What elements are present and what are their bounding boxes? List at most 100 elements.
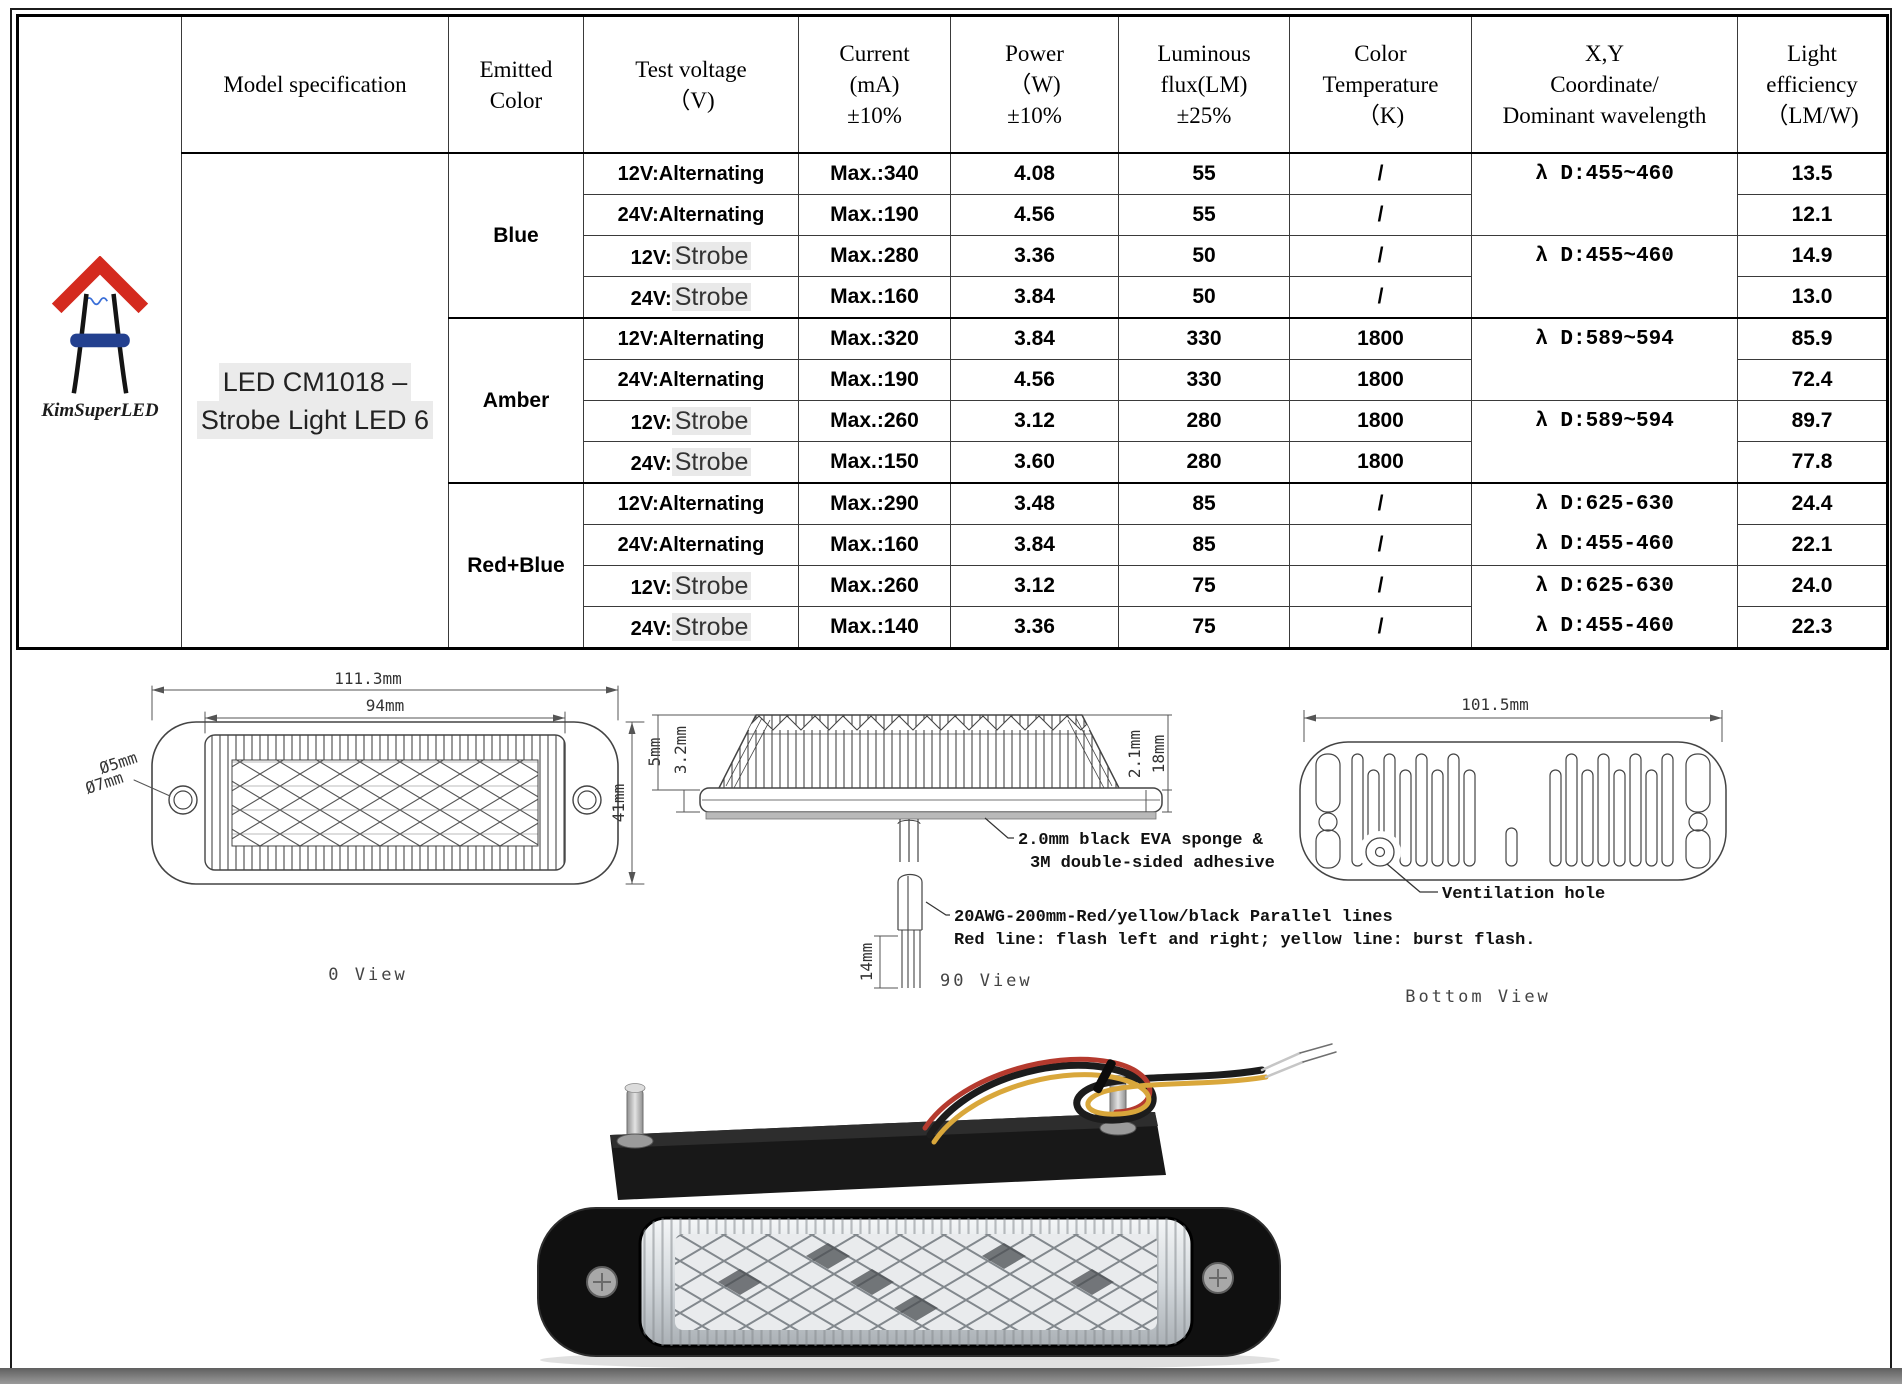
current-cell: Max.:260 [798, 400, 951, 442]
dim-label-side-3p2mm: 3.2mm [671, 726, 690, 774]
efficiency-cell: 24.4 [1737, 482, 1888, 525]
current-cell: Max.:290 [798, 482, 951, 525]
voltage-cell: 24V:Alternating [583, 194, 799, 236]
efficiency-cell: 77.8 [1737, 441, 1888, 484]
power-cell: 3.36 [950, 606, 1119, 649]
temp-cell: / [1289, 235, 1472, 277]
current-cell: Max.:150 [798, 441, 951, 484]
table-row: 24V:Alternating Max.:190 4.56 55 / 12.1 [18, 194, 1888, 236]
wavelength-cell: λ D:455~460 [1471, 152, 1738, 236]
efficiency-cell: 22.3 [1737, 606, 1888, 649]
voltage-cell: 12V:Strobe [583, 400, 799, 442]
technical-drawings: 111.3mm 94mm Ø5mm Ø7mm 41mm [83, 669, 1727, 1007]
flux-cell: 55 [1118, 152, 1290, 195]
current-cell: Max.:160 [798, 524, 951, 566]
logo-cell: KimSuperLED [17, 15, 182, 649]
voltage-cell: 24V:Alternating [583, 359, 799, 401]
note-ventilation-hole: Ventilation hole [1442, 885, 1605, 904]
temp-cell: / [1289, 565, 1472, 607]
side-view-drawing: 5mm 3.2mm 2.1mm 18mm 2.0mm black EVA spo… [645, 714, 1536, 991]
emitted-color-cell: Blue [448, 152, 584, 319]
temp-cell: 1800 [1289, 359, 1472, 401]
table-row: 12V:Strobe Max.:280 3.36 50 / λ D:455~46… [18, 235, 1888, 319]
voltage-cell: 24V:Strobe [583, 276, 799, 319]
temp-cell: / [1289, 524, 1472, 566]
voltage-cell: 24V:Strobe [583, 606, 799, 649]
power-cell: 3.12 [950, 400, 1119, 442]
temp-cell: / [1289, 482, 1472, 525]
flux-cell: 50 [1118, 276, 1290, 319]
voltage-cell: 24V:Alternating [583, 524, 799, 566]
wavelength-cell: λ D:589~594 [1471, 400, 1738, 484]
flux-cell: 55 [1118, 194, 1290, 236]
power-cell: 3.12 [950, 565, 1119, 607]
efficiency-cell: 13.5 [1737, 152, 1888, 195]
power-cell: 4.08 [950, 152, 1119, 195]
voltage-cell: 24V:Strobe [583, 441, 799, 484]
power-cell: 3.60 [950, 441, 1119, 484]
current-cell: Max.:280 [798, 235, 951, 277]
caption-front-view: 0 View [328, 965, 407, 985]
temp-cell: 1800 [1289, 317, 1472, 360]
header-power: Power（W)±10% [950, 15, 1119, 154]
flux-cell: 50 [1118, 235, 1290, 277]
dim-label-bottom-width: 101.5mm [1461, 695, 1528, 714]
photo-lens-facets [718, 1243, 1114, 1321]
brand-logo-icon [51, 256, 149, 394]
note-eva-sponge-line2: 3M double-sided adhesive [1030, 854, 1275, 873]
table-row: Amber 12V:Alternating Max.:320 3.84 330 … [18, 317, 1888, 484]
table-row: LED CM1018 – Strobe Light LED 6 Blue 12V… [18, 152, 1888, 649]
flux-cell: 75 [1118, 565, 1290, 607]
note-eva-sponge-line1: 2.0mm black EVA sponge & [1018, 831, 1264, 850]
power-cell: 4.56 [950, 359, 1119, 401]
table-row: 12V:Strobe Max.:260 3.12 75 / λ D:625-63… [18, 565, 1888, 649]
power-cell: 3.48 [950, 482, 1119, 525]
efficiency-cell: 22.1 [1737, 524, 1888, 566]
efficiency-cell: 13.0 [1737, 276, 1888, 319]
power-cell: 3.84 [950, 317, 1119, 360]
voltage-cell: 12V:Alternating [583, 482, 799, 525]
power-cell: 4.56 [950, 194, 1119, 236]
table-row: 24V:Strobe Max.:140 3.36 75 / 22.3 [18, 606, 1888, 649]
current-cell: Max.:190 [798, 359, 951, 401]
dim-label-hole-dia-7: Ø7mm [83, 768, 126, 798]
table-row: 24V:Alternating Max.:190 4.56 330 1800 7… [18, 359, 1888, 401]
caption-bottom-view: Bottom View [1405, 987, 1551, 1007]
voltage-cell: 12V:Strobe [583, 235, 799, 277]
wavelength-cell: λ D:455~460 [1471, 235, 1738, 319]
dim-label-side-18mm: 18mm [1149, 735, 1168, 774]
photo-back-plate [610, 1075, 1166, 1200]
voltage-cell: 12V:Alternating [583, 152, 799, 195]
photo-led-unit [537, 1207, 1281, 1357]
vent-slots-right [1549, 753, 1674, 867]
photo-wires [922, 1043, 1337, 1145]
efficiency-cell: 24.0 [1737, 565, 1888, 607]
product-photo [537, 1043, 1337, 1370]
bottom-view-drawing: 101.5mm [1299, 695, 1727, 1007]
current-cell: Max.:340 [798, 152, 951, 195]
current-cell: Max.:140 [798, 606, 951, 649]
dim-label-front-height: 41mm [609, 784, 628, 823]
emitted-color-cell: Amber [448, 317, 584, 484]
model-name-line2: Strobe Light LED 6 [196, 400, 434, 439]
header-test-voltage: Test voltage（V) [583, 15, 799, 154]
efficiency-cell: 72.4 [1737, 359, 1888, 401]
photo-screw-left [626, 1087, 644, 1141]
caption-side-view: 90 View [940, 971, 1033, 991]
table-row: Red+Blue 12V:Alternating Max.:290 3.48 8… [18, 482, 1888, 649]
power-cell: 3.36 [950, 235, 1119, 277]
flux-cell: 280 [1118, 400, 1290, 442]
efficiency-cell: 89.7 [1737, 400, 1888, 442]
power-cell: 3.84 [950, 276, 1119, 319]
flux-cell: 85 [1118, 524, 1290, 566]
page-bottom-bar [0, 1368, 1902, 1384]
flux-cell: 330 [1118, 317, 1290, 360]
emitted-color-cell: Red+Blue [448, 482, 584, 649]
current-cell: Max.:190 [798, 194, 951, 236]
